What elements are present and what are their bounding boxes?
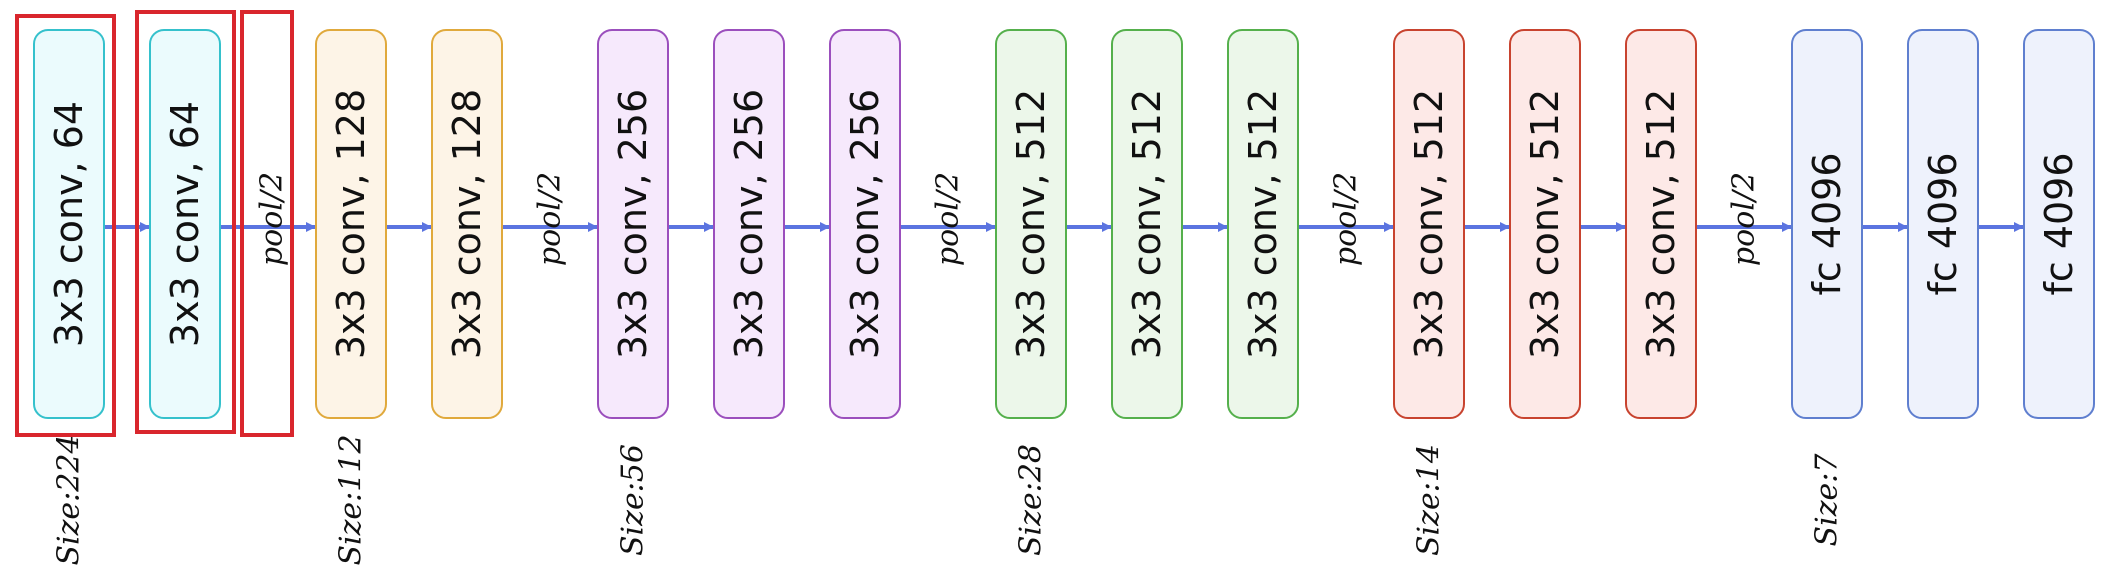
block-15-box <box>2023 29 2095 419</box>
size-label-4: Size:14 <box>1412 444 1447 556</box>
block-8-box <box>1111 29 1183 419</box>
block-9-box <box>1227 29 1299 419</box>
block-4-label: 3x3 conv, 256 <box>611 89 655 359</box>
block-6-box <box>829 29 901 419</box>
block-13: fc 4096 <box>1791 29 1863 419</box>
block-12: 3x3 conv, 512 <box>1625 29 1697 419</box>
pool-label-4: pool/2 <box>1727 172 1762 266</box>
block-4-box <box>597 29 669 419</box>
block-11-box <box>1509 29 1581 419</box>
block-12-label: 3x3 conv, 512 <box>1639 89 1683 359</box>
block-2-label: 3x3 conv, 128 <box>329 89 373 359</box>
pool-label-2: pool/2 <box>931 172 966 266</box>
block-3-box <box>431 29 503 419</box>
block-4: 3x3 conv, 256 <box>597 29 669 419</box>
size-label-2: Size:56 <box>616 444 651 556</box>
block-13-box <box>1791 29 1863 419</box>
block-5-box <box>713 29 785 419</box>
block-3-label: 3x3 conv, 128 <box>445 89 489 359</box>
size-label-1: Size:112 <box>334 434 369 565</box>
pool-label-1: pool/2 <box>533 172 568 266</box>
block-0-box <box>33 29 105 419</box>
block-6: 3x3 conv, 256 <box>829 29 901 419</box>
block-3: 3x3 conv, 128 <box>431 29 503 419</box>
size-label-3: Size:28 <box>1014 444 1049 556</box>
block-1: 3x3 conv, 64 <box>149 29 221 419</box>
block-6-label: 3x3 conv, 256 <box>843 89 887 359</box>
block-9-label: 3x3 conv, 512 <box>1241 89 1285 359</box>
highlight-box-block-0 <box>15 14 116 437</box>
block-7-label: 3x3 conv, 512 <box>1009 89 1053 359</box>
block-8: 3x3 conv, 512 <box>1111 29 1183 419</box>
block-13-label: fc 4096 <box>1805 152 1849 295</box>
block-7-box <box>995 29 1067 419</box>
block-5: 3x3 conv, 256 <box>713 29 785 419</box>
block-10-label: 3x3 conv, 512 <box>1407 89 1451 359</box>
block-11: 3x3 conv, 512 <box>1509 29 1581 419</box>
block-10: 3x3 conv, 512 <box>1393 29 1465 419</box>
block-1-box <box>149 29 221 419</box>
block-2-box <box>315 29 387 419</box>
block-1-label: 3x3 conv, 64 <box>163 101 207 347</box>
block-14-label: fc 4096 <box>1921 152 1965 295</box>
block-5-label: 3x3 conv, 256 <box>727 89 771 359</box>
size-labels-layer: Size:224 Size:112 Size:56 Size:28 Size:14 Siz… <box>52 434 1845 565</box>
block-2: 3x3 conv, 128 <box>315 29 387 419</box>
block-9: 3x3 conv, 512 <box>1227 29 1299 419</box>
highlight-layer <box>15 10 294 437</box>
block-14: fc 4096 <box>1907 29 1979 419</box>
block-12-box <box>1625 29 1697 419</box>
block-0: 3x3 conv, 64 <box>33 29 105 419</box>
block-8-label: 3x3 conv, 512 <box>1125 89 1169 359</box>
pool-label-0: pool/2 <box>255 172 290 266</box>
block-10-box <box>1393 29 1465 419</box>
pool-labels-layer: pool/2 pool/2 pool/2 pool/2 pool/2 <box>255 172 1762 266</box>
size-label-5: Size:7 <box>1810 453 1845 547</box>
highlight-box-block-1 <box>135 10 236 434</box>
pool-label-3: pool/2 <box>1329 172 1364 266</box>
blocks-layer: 3x3 conv, 64 3x3 conv, 64 3x3 conv, 128 3x3… <box>33 29 2095 419</box>
block-11-label: 3x3 conv, 512 <box>1523 89 1567 359</box>
highlight-box-pool-0 <box>240 10 294 437</box>
block-0-label: 3x3 conv, 64 <box>47 101 91 347</box>
block-15: fc 4096 <box>2023 29 2095 419</box>
block-7: 3x3 conv, 512 <box>995 29 1067 419</box>
block-15-label: fc 4096 <box>2037 152 2081 295</box>
block-14-box <box>1907 29 1979 419</box>
size-label-0: Size:224 <box>52 434 87 565</box>
